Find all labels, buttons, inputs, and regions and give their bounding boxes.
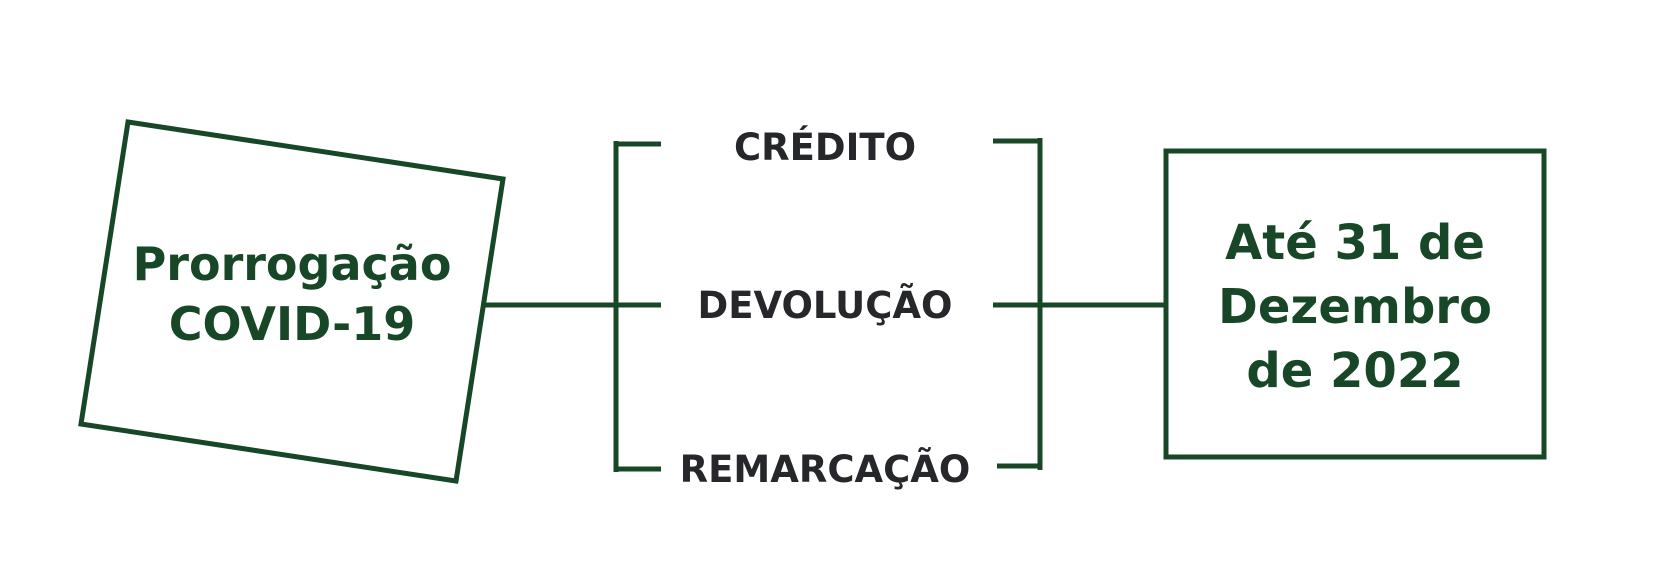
- right-box-line-2: Dezembro: [1218, 279, 1492, 335]
- left-box-line-2: COVID-19: [169, 297, 416, 351]
- right-box-line-1: Até 31 de: [1225, 215, 1485, 271]
- left-box: Prorrogação COVID-19: [78, 119, 506, 484]
- left-box-frame: [78, 119, 506, 484]
- left-bracket: [613, 141, 661, 472]
- option-remarcacao: REMARCAÇÃO: [680, 447, 971, 491]
- option-devolucao: DEVOLUÇÃO: [698, 283, 953, 327]
- right-box: Até 31 de Dezembro de 2022: [1163, 148, 1547, 460]
- left-box-line-1: Prorrogação: [133, 237, 452, 291]
- right-box-frame: [1163, 148, 1547, 460]
- option-credito: CRÉDITO: [734, 125, 916, 169]
- right-box-line-3: de 2022: [1246, 343, 1463, 399]
